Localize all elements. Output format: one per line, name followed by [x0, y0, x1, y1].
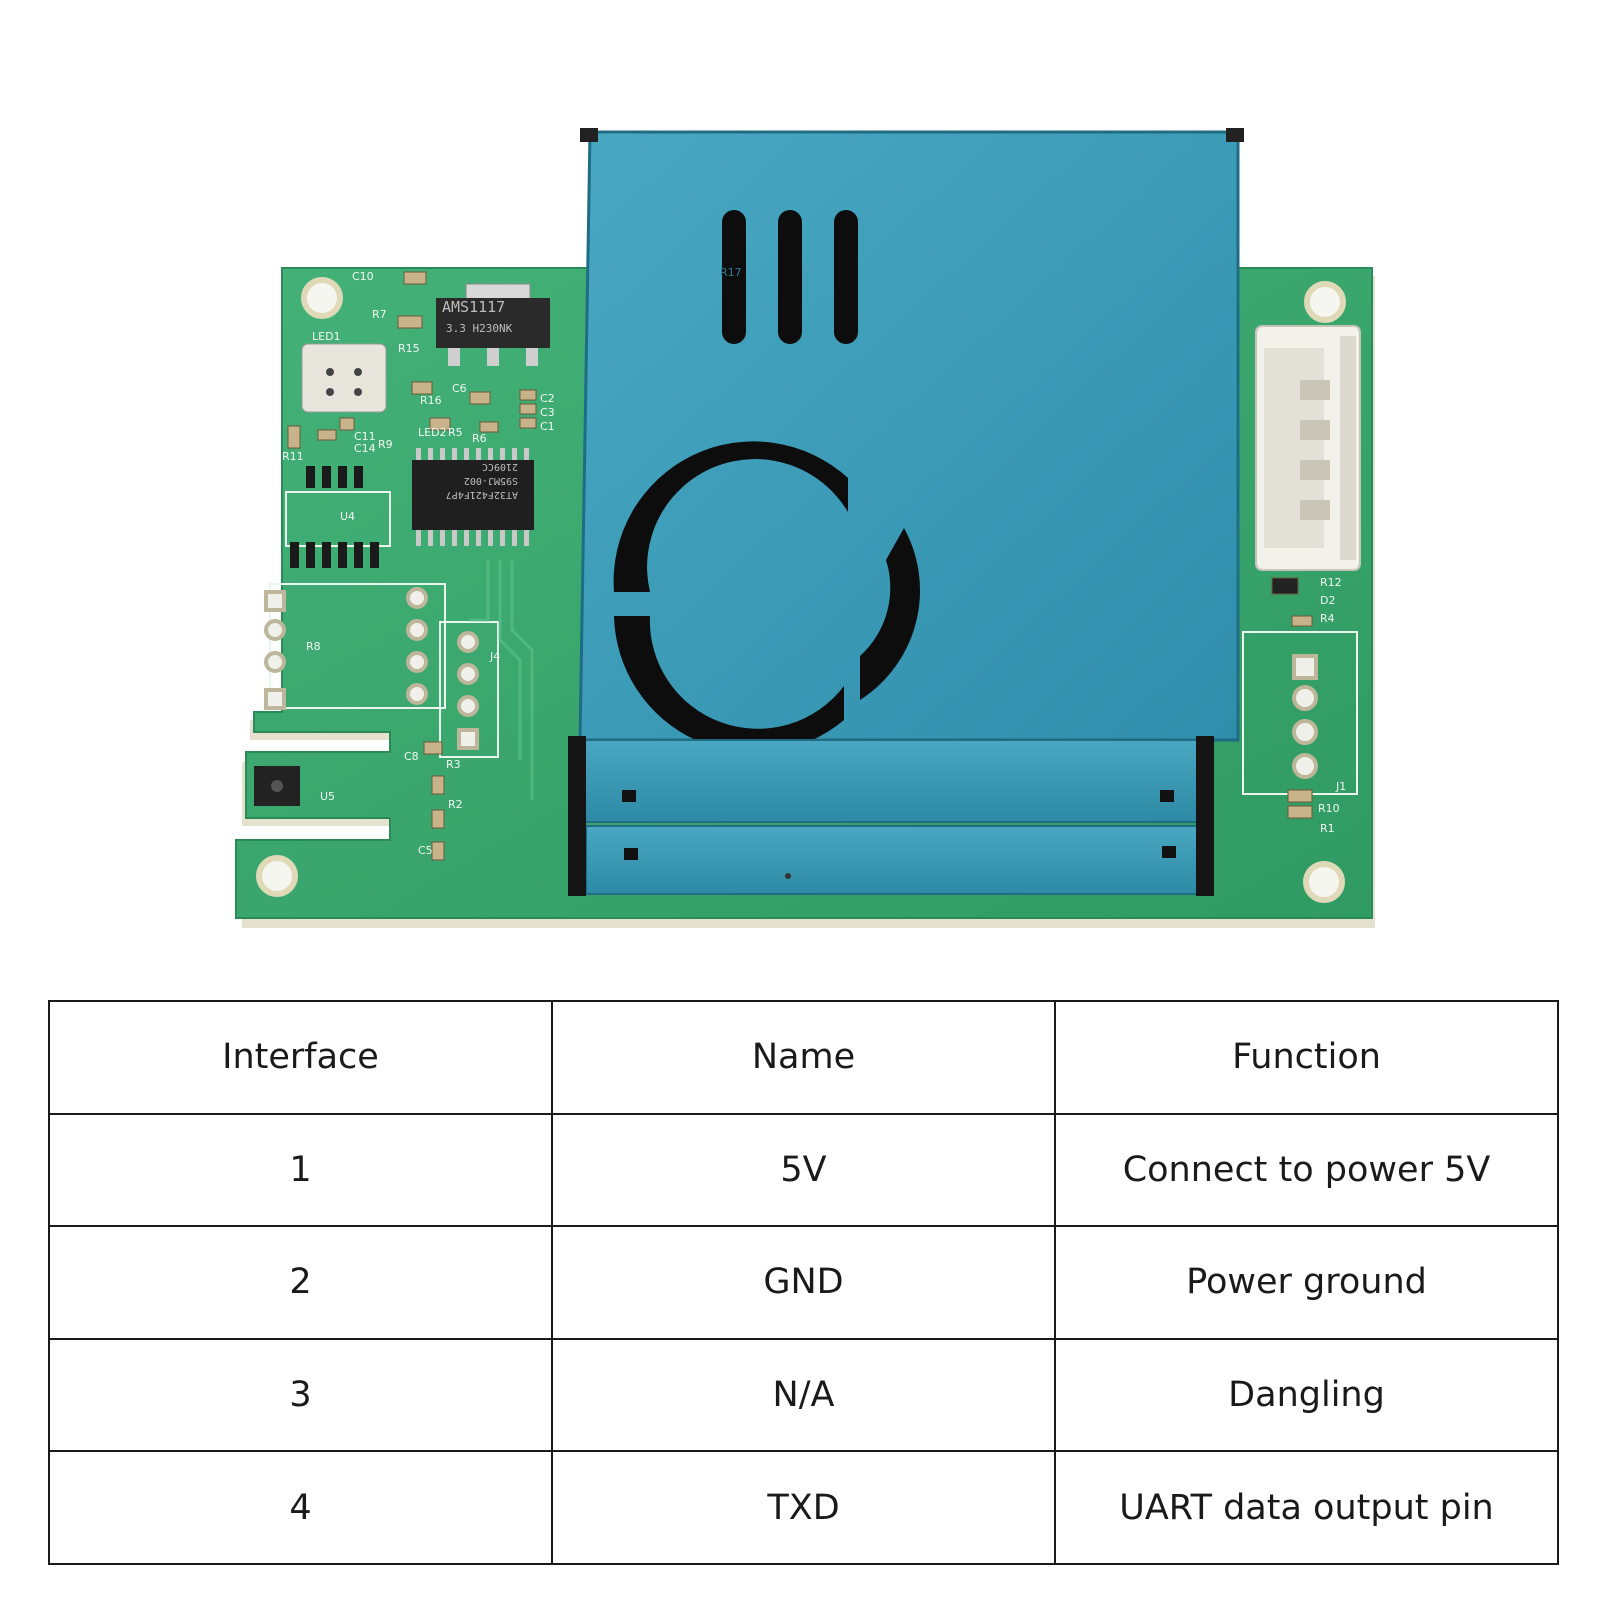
silkscreen-label: LED1	[312, 330, 341, 343]
cell-interface: 1	[48, 1112, 553, 1228]
cell-function: UART data output pin	[1054, 1450, 1559, 1565]
silkscreen-label: R3	[446, 758, 461, 771]
silkscreen-label: C1	[540, 420, 555, 433]
cell-interface: 2	[48, 1225, 553, 1340]
cell-function: Dangling	[1054, 1337, 1559, 1453]
silkscreen-label: C10	[352, 270, 374, 283]
table-row: 1 5V Connect to power 5V	[48, 1112, 1559, 1228]
chip-marking: 2109CC	[482, 461, 518, 472]
silkscreen-label: C11	[354, 430, 376, 443]
fan-cutout	[614, 616, 844, 753]
cell-interface: 3	[48, 1337, 553, 1453]
column-header-interface: Interface	[48, 1000, 553, 1115]
column-header-function: Function	[1054, 1000, 1559, 1115]
silkscreen-label: C3	[540, 406, 555, 419]
silkscreen-label: R1	[1320, 822, 1335, 835]
microcontroller-chip	[412, 448, 534, 546]
cell-function: Connect to power 5V	[1054, 1112, 1559, 1228]
sensor-housing	[568, 128, 1244, 896]
chip-marking: AT32F421F4P7	[446, 489, 518, 500]
silkscreen-label: U5	[320, 790, 335, 803]
silkscreen-label: C6	[452, 382, 467, 395]
column-header-name: Name	[551, 1000, 1056, 1115]
connector-header	[1255, 325, 1361, 571]
regulator-chip	[436, 283, 550, 366]
silkscreen-label: R6	[472, 432, 487, 445]
silkscreen-label: D2	[1320, 594, 1335, 607]
pin-table: Interface Name Function 1 5V Connect to …	[48, 1000, 1559, 1565]
mounting-hole	[1303, 861, 1345, 903]
silkscreen-label: R10	[1318, 802, 1340, 815]
chip-marking: S95MJ-002	[464, 475, 518, 486]
vent-slot	[834, 210, 858, 344]
chip-marking: AMS1117	[442, 298, 505, 316]
silkscreen-label: R15	[398, 342, 420, 355]
sensor-module	[301, 343, 387, 413]
cell-name: TXD	[551, 1450, 1056, 1565]
mounting-hole	[1304, 281, 1346, 323]
chip-marking: 3.3 H230NK	[446, 322, 513, 335]
silkscreen-label: U4	[340, 510, 355, 523]
fan-cutout	[613, 441, 848, 592]
silkscreen-label: C2	[540, 392, 555, 405]
silkscreen-label: C14	[354, 442, 376, 455]
silkscreen-label: R5	[448, 426, 463, 439]
silkscreen-label: R16	[420, 394, 442, 407]
table-header-row: Interface Name Function	[48, 1000, 1559, 1115]
table-row: 2 GND Power ground	[48, 1225, 1559, 1340]
silkscreen-label: R7	[372, 308, 387, 321]
vent-slot	[722, 210, 746, 344]
mounting-hole	[256, 855, 298, 897]
mounting-hole	[301, 277, 343, 319]
cell-interface: 4	[48, 1450, 553, 1565]
silkscreen-label: C8	[404, 750, 419, 763]
silkscreen-label: R2	[448, 798, 463, 811]
table-row: 3 N/A Dangling	[48, 1337, 1559, 1453]
cell-name: GND	[551, 1225, 1056, 1340]
cell-function: Power ground	[1054, 1225, 1559, 1340]
silkscreen-label: R12	[1320, 576, 1342, 589]
silkscreen-label: J1	[1335, 780, 1346, 793]
cell-name: 5V	[551, 1112, 1056, 1228]
fan-cutout	[860, 528, 920, 700]
product-photo: AMS1117 3.3 H230NK AT32F421F4P7 S95MJ-002 21…	[235, 128, 1375, 928]
silkscreen-label: R8	[306, 640, 321, 653]
silkscreen-label: R17	[720, 266, 742, 279]
silkscreen-label: J4	[489, 650, 500, 663]
table-row: 4 TXD UART data output pin	[48, 1450, 1559, 1565]
silkscreen-label: LED2	[418, 426, 447, 439]
cell-name: N/A	[551, 1337, 1056, 1453]
silkscreen-label: R11	[282, 450, 304, 463]
silkscreen-label: C5	[418, 844, 433, 857]
silkscreen-label: R4	[1320, 612, 1335, 625]
vent-slot	[778, 210, 802, 344]
silkscreen-label: R9	[378, 438, 393, 451]
